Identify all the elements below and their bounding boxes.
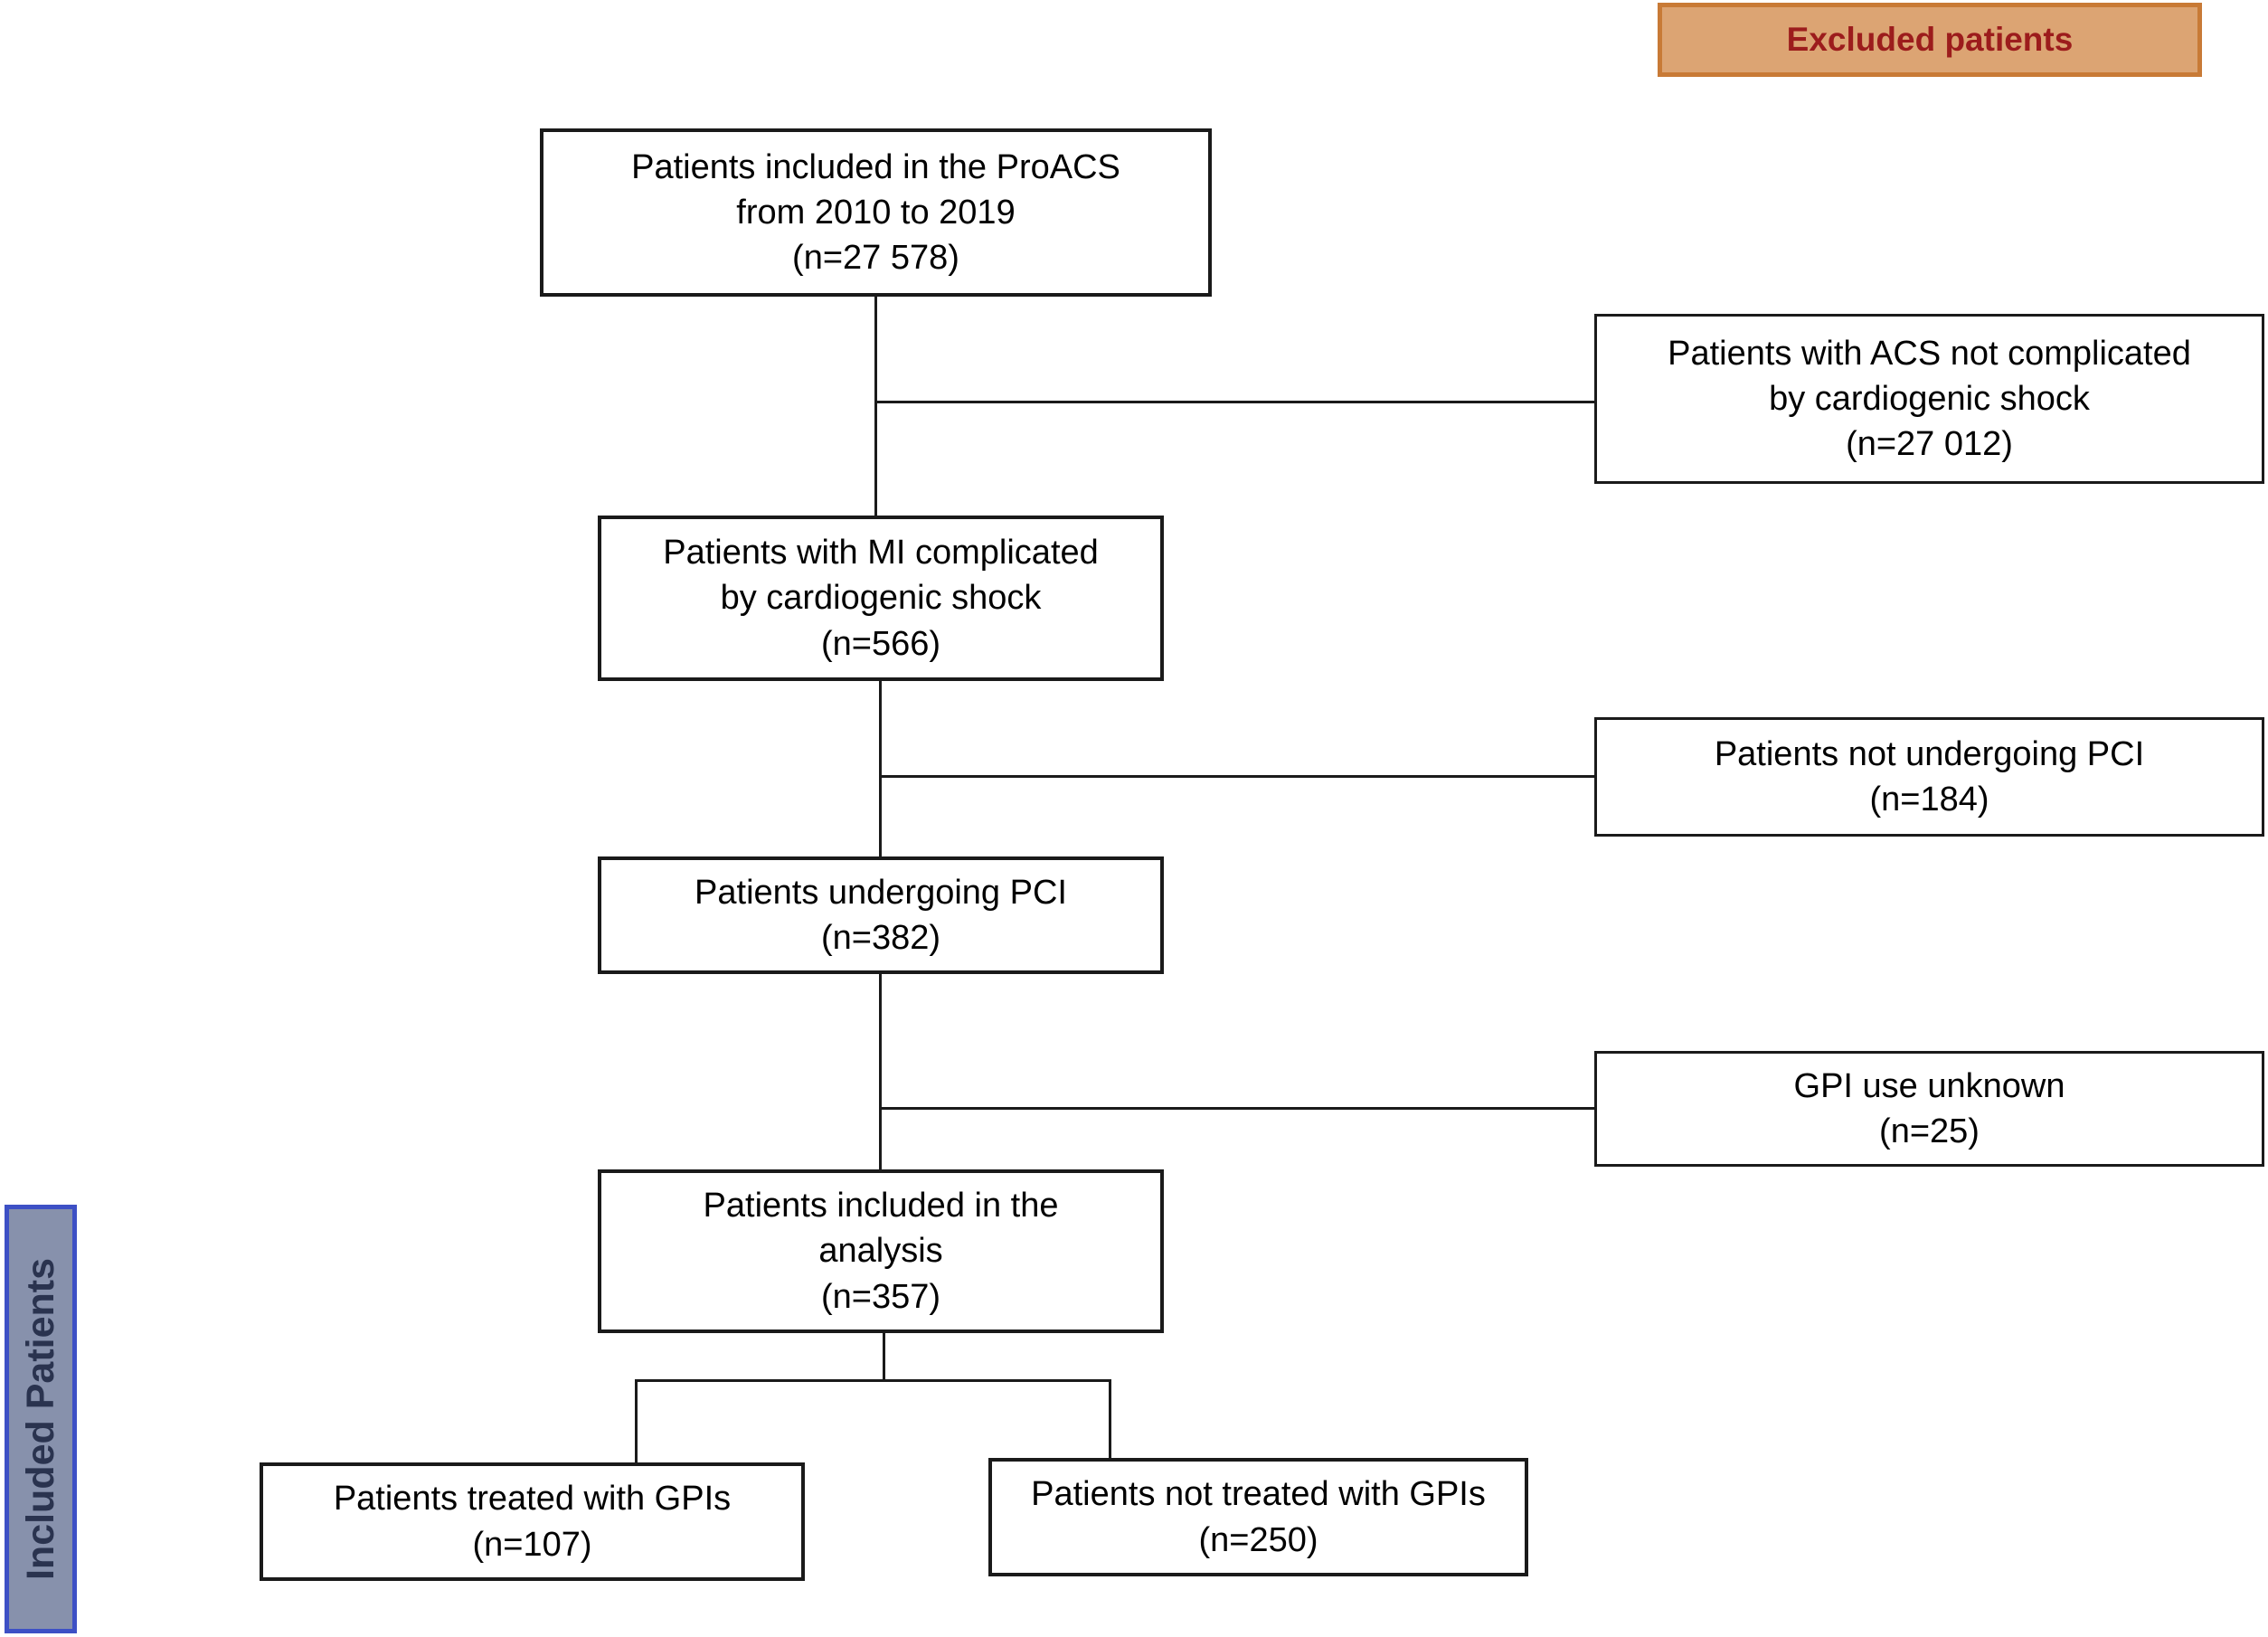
excluded-patients-label: Excluded patients <box>1786 21 2074 58</box>
included-patients-label: Included Patients <box>18 1257 62 1580</box>
included-patients-sidebar: Included Patients <box>5 1205 77 1633</box>
box-undergoing-pci-text: Patients undergoing PCI (n=382) <box>695 873 1067 957</box>
box-treated-gpis-text: Patients treated with GPIs (n=107) <box>333 1480 732 1564</box>
connector-analysis-stem <box>883 1333 885 1381</box>
box-proacs-cohort: Patients included in the ProACS from 201… <box>540 128 1212 297</box>
box-not-treated-gpis: Patients not treated with GPIs (n=250) <box>988 1458 1528 1576</box>
connector-branch-excluded-no-pci <box>879 775 1594 778</box>
box-proacs-cohort-text: Patients included in the ProACS from 201… <box>631 147 1120 278</box>
box-undergoing-pci: Patients undergoing PCI (n=382) <box>598 856 1164 974</box>
connector-branch-excluded-acs <box>874 401 1594 403</box>
connector-drop-not-treated-gpis <box>1109 1379 1111 1458</box>
excluded-patients-header: Excluded patients <box>1658 3 2202 77</box>
box-excluded-acs-not-complicated-text: Patients with ACS not complicated by car… <box>1668 334 2191 464</box>
box-excluded-gpi-use-unknown: GPI use unknown (n=25) <box>1594 1051 2264 1167</box>
box-mi-cardiogenic-shock: Patients with MI complicated by cardioge… <box>598 516 1164 681</box>
box-included-analysis: Patients included in the analysis (n=357… <box>598 1169 1164 1333</box>
box-mi-cardiogenic-shock-text: Patients with MI complicated by cardioge… <box>663 534 1099 663</box>
box-excluded-not-undergoing-pci: Patients not undergoing PCI (n=184) <box>1594 717 2264 837</box>
box-included-analysis-text: Patients included in the analysis (n=357… <box>703 1187 1059 1316</box>
box-not-treated-gpis-text: Patients not treated with GPIs (n=250) <box>1031 1475 1486 1559</box>
connector-split-horizontal <box>635 1379 1111 1382</box>
connector-proacs-to-mi-shock <box>874 297 877 516</box>
box-excluded-not-undergoing-pci-text: Patients not undergoing PCI (n=184) <box>1714 734 2145 818</box>
box-excluded-gpi-use-unknown-text: GPI use unknown (n=25) <box>1793 1066 2065 1150</box>
connector-mi-shock-to-pci <box>879 681 882 856</box>
connector-pci-to-analysis <box>879 974 882 1169</box>
connector-drop-treated-gpis <box>635 1379 638 1462</box>
box-excluded-acs-not-complicated: Patients with ACS not complicated by car… <box>1594 314 2264 484</box>
connector-branch-gpi-unknown <box>879 1107 1594 1110</box>
box-treated-gpis: Patients treated with GPIs (n=107) <box>260 1462 805 1581</box>
